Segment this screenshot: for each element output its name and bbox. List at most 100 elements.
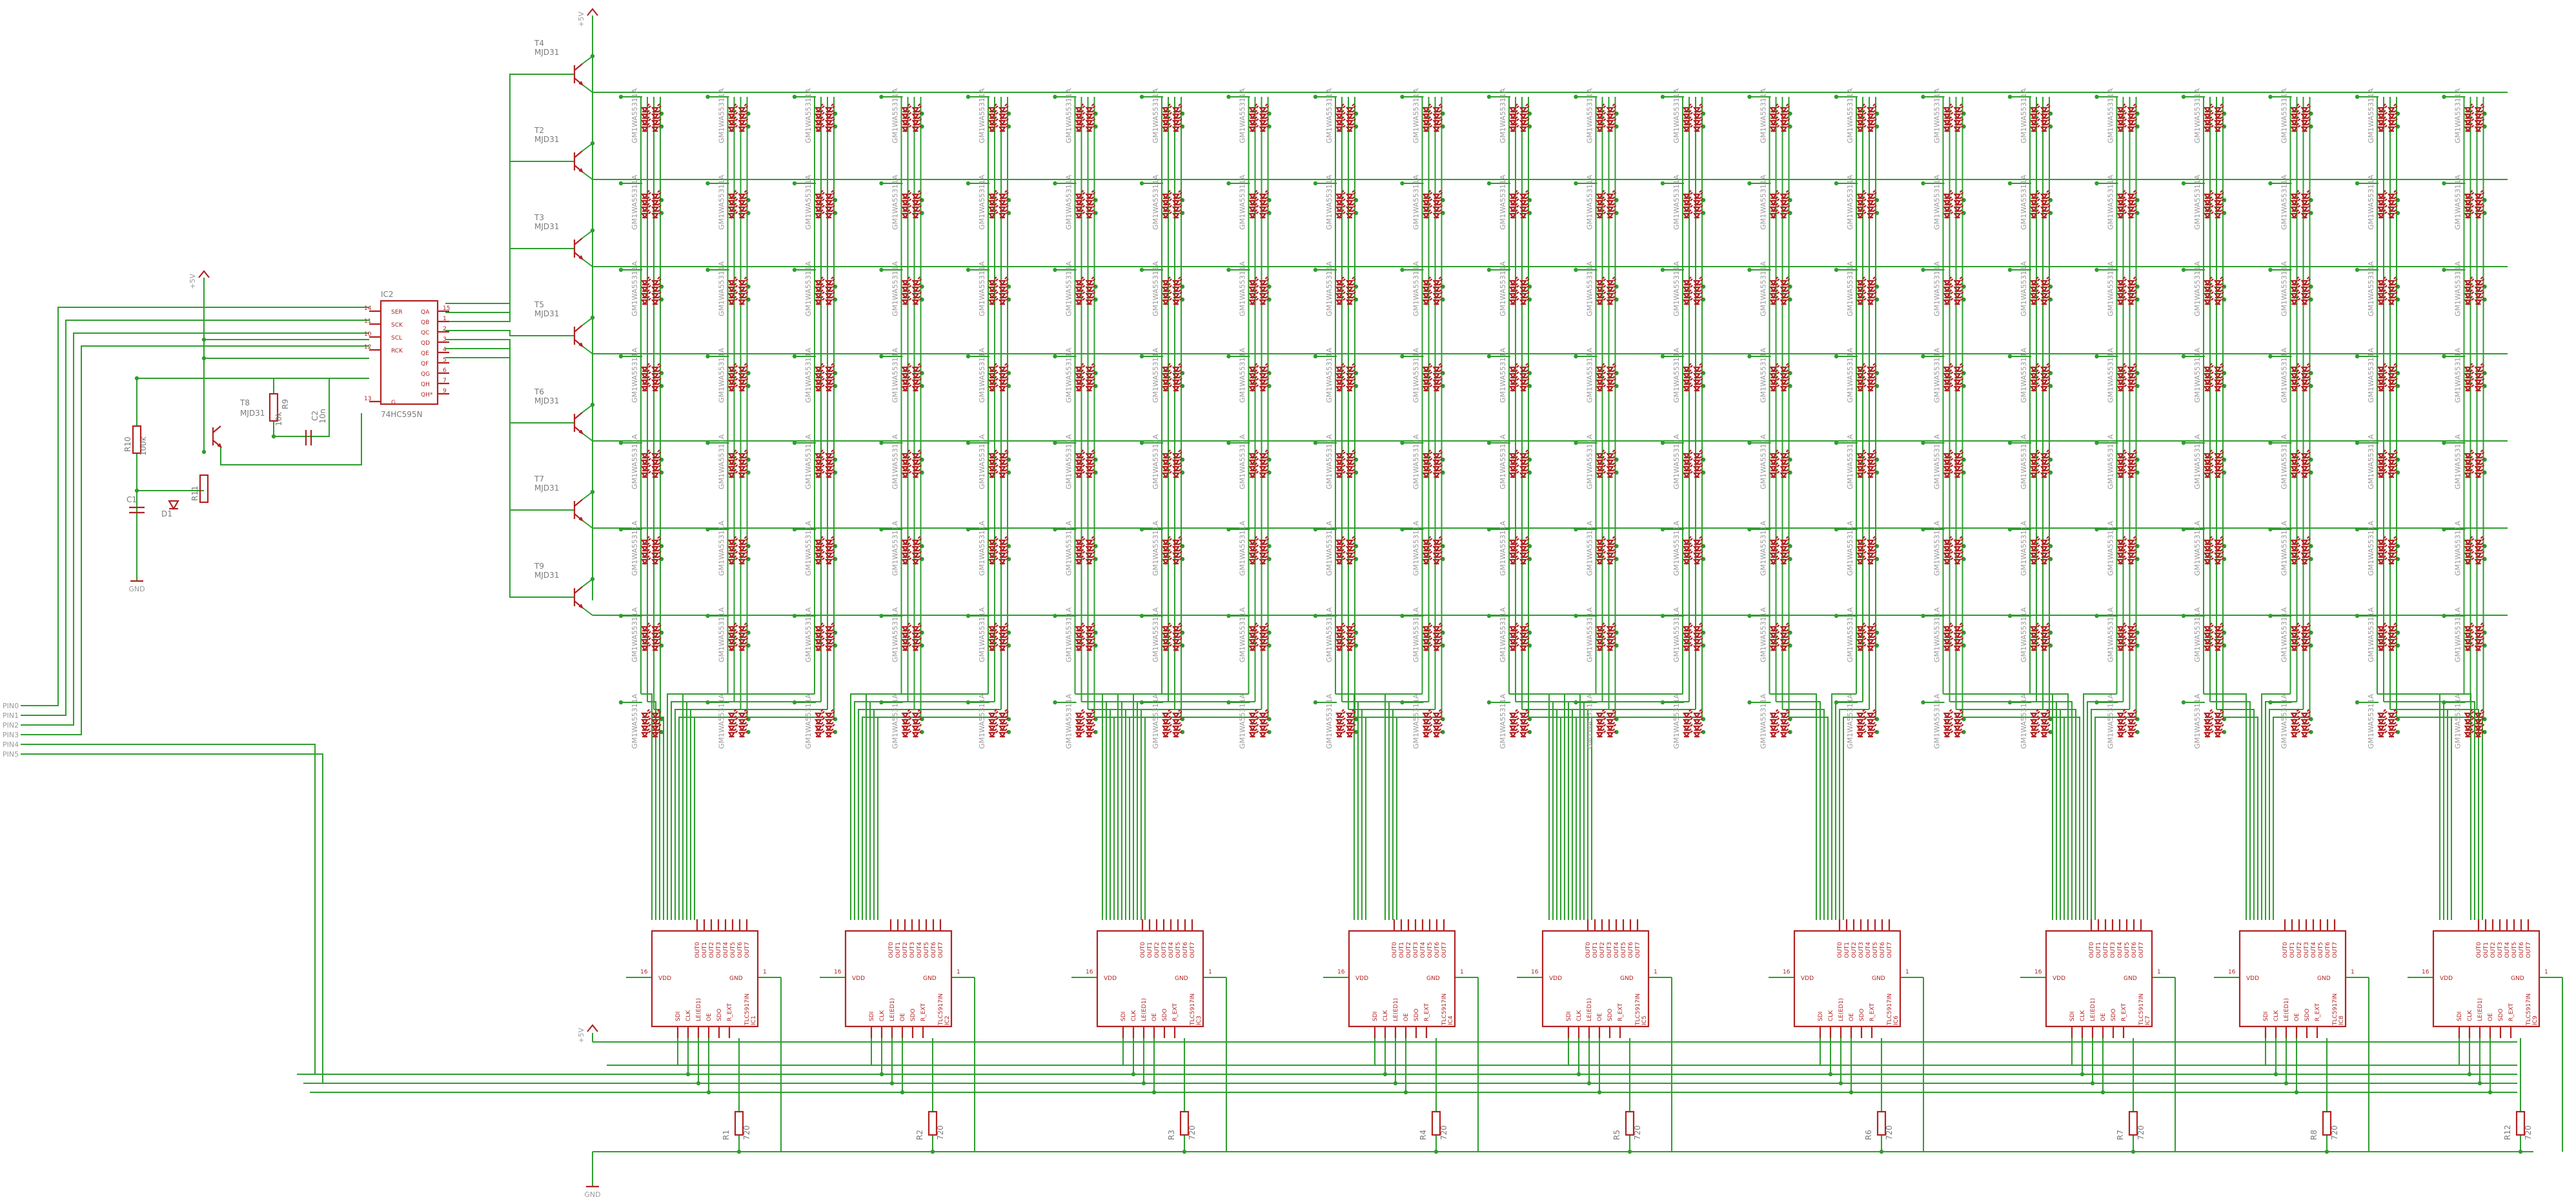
led-part-label: GM1WA55311A <box>2020 347 2028 403</box>
shift-register-pin-label: QH* <box>421 392 433 398</box>
led-diode <box>2029 369 2040 379</box>
driver-fanout-wire <box>2269 709 2304 920</box>
led-diode <box>2213 103 2224 113</box>
led-cluster <box>2116 449 2138 478</box>
driver-vdd-pin: 16 <box>2034 969 2042 975</box>
led-diode <box>640 190 651 199</box>
led-cluster <box>1943 449 1964 478</box>
led-cluster <box>1335 190 1356 219</box>
led-diode <box>727 296 738 305</box>
led-diode <box>2116 276 2127 286</box>
led-diode <box>1075 555 1086 565</box>
led-cluster <box>1508 276 1530 305</box>
led-diode <box>1856 469 1867 478</box>
led-diode <box>2116 382 2127 392</box>
led-diode <box>1508 123 1519 132</box>
driver-pin-label-top: OUT4 <box>1420 942 1426 958</box>
led-cluster <box>2377 709 2398 738</box>
led-diode <box>1519 376 1530 385</box>
led-diode <box>1345 296 1356 305</box>
led-diode <box>998 715 1009 725</box>
led-diode <box>1519 116 1530 126</box>
led-diode <box>998 542 1009 552</box>
led-diode <box>1161 536 1172 546</box>
shift-register-pin-number: 15 <box>443 305 450 312</box>
led-diode <box>2029 555 2040 565</box>
driver-gnd-pin: 1 <box>1905 969 1909 975</box>
led-diode <box>2387 549 2398 558</box>
led-cluster <box>1596 103 1617 132</box>
led-diode <box>2387 449 2398 459</box>
led-diode <box>1085 110 1096 119</box>
driver-pin-label-top: OUT7 <box>2526 942 2532 958</box>
led-diode <box>1856 296 1867 305</box>
led-diode <box>1335 369 1346 379</box>
led-cluster <box>2029 363 2051 392</box>
led-diode <box>988 289 999 299</box>
led-part-label: GM1WA55311A <box>2020 520 2028 576</box>
led-cluster <box>640 536 662 565</box>
led-diode <box>2290 709 2301 719</box>
led-diode <box>1161 369 1172 379</box>
led-cluster <box>1161 363 1182 392</box>
led-diode <box>824 190 835 199</box>
shift-register-pin-number: 5 <box>443 357 447 363</box>
led-cluster <box>1422 103 1443 132</box>
led-diode <box>988 376 999 385</box>
led-diode <box>901 283 912 292</box>
led-diode <box>1769 289 1780 299</box>
led-diode <box>911 542 922 552</box>
led-diode <box>1596 190 1607 199</box>
led-diode <box>1692 462 1703 472</box>
led-diode <box>814 449 825 459</box>
led-diode <box>2127 469 2138 478</box>
led-diode <box>2300 283 2311 292</box>
led-diode <box>1943 549 1954 558</box>
led-diode <box>1345 555 1356 565</box>
led-diode <box>1866 196 1877 206</box>
shift-register-pin-number: 7 <box>443 378 447 384</box>
led-diode <box>814 110 825 119</box>
led-diode <box>1085 555 1096 565</box>
led-diode <box>998 296 1009 305</box>
led-part-label: GM1WA55311A <box>1151 434 1160 489</box>
led-diode <box>1692 542 1703 552</box>
led-diode <box>2290 369 2301 379</box>
rext-resistor <box>2515 1110 2526 1136</box>
led-diode <box>2290 363 2301 372</box>
led-diode <box>1259 110 1270 119</box>
led-diode <box>2464 536 2475 546</box>
led-cluster <box>1943 622 1964 651</box>
driver-pin-label-bottom: CLK <box>2273 1010 2280 1021</box>
led-diode <box>727 376 738 385</box>
led-diode <box>1335 363 1346 372</box>
led-part-label: GM1WA55311A <box>978 261 986 316</box>
led-cluster <box>1335 536 1356 565</box>
led-diode <box>2387 110 2398 119</box>
led-diode <box>1692 635 1703 645</box>
led-diode <box>1161 376 1172 385</box>
led-diode <box>824 629 835 638</box>
led-diode <box>2127 190 2138 199</box>
led-cluster <box>1769 363 1790 392</box>
led-diode <box>1345 722 1356 731</box>
led-diode <box>911 296 922 305</box>
led-diode <box>1682 110 1693 119</box>
led-diode <box>640 449 651 459</box>
led-part-label: GM1WA55311A <box>2280 347 2289 403</box>
led-diode <box>2203 209 2214 219</box>
led-diode <box>640 728 651 738</box>
led-diode <box>1692 116 1703 126</box>
led-diode <box>2127 635 2138 645</box>
led-diode <box>824 110 835 119</box>
led-diode <box>988 469 999 478</box>
led-diode <box>2377 635 2388 645</box>
led-diode <box>1075 728 1086 738</box>
led-cluster <box>2029 276 2051 305</box>
led-diode <box>2474 103 2485 113</box>
led-diode <box>1780 542 1790 552</box>
led-part-label: GM1WA55311A <box>2454 520 2462 576</box>
led-diode <box>1085 276 1096 286</box>
led-diode <box>1953 363 1964 372</box>
led-diode <box>2029 116 2040 126</box>
